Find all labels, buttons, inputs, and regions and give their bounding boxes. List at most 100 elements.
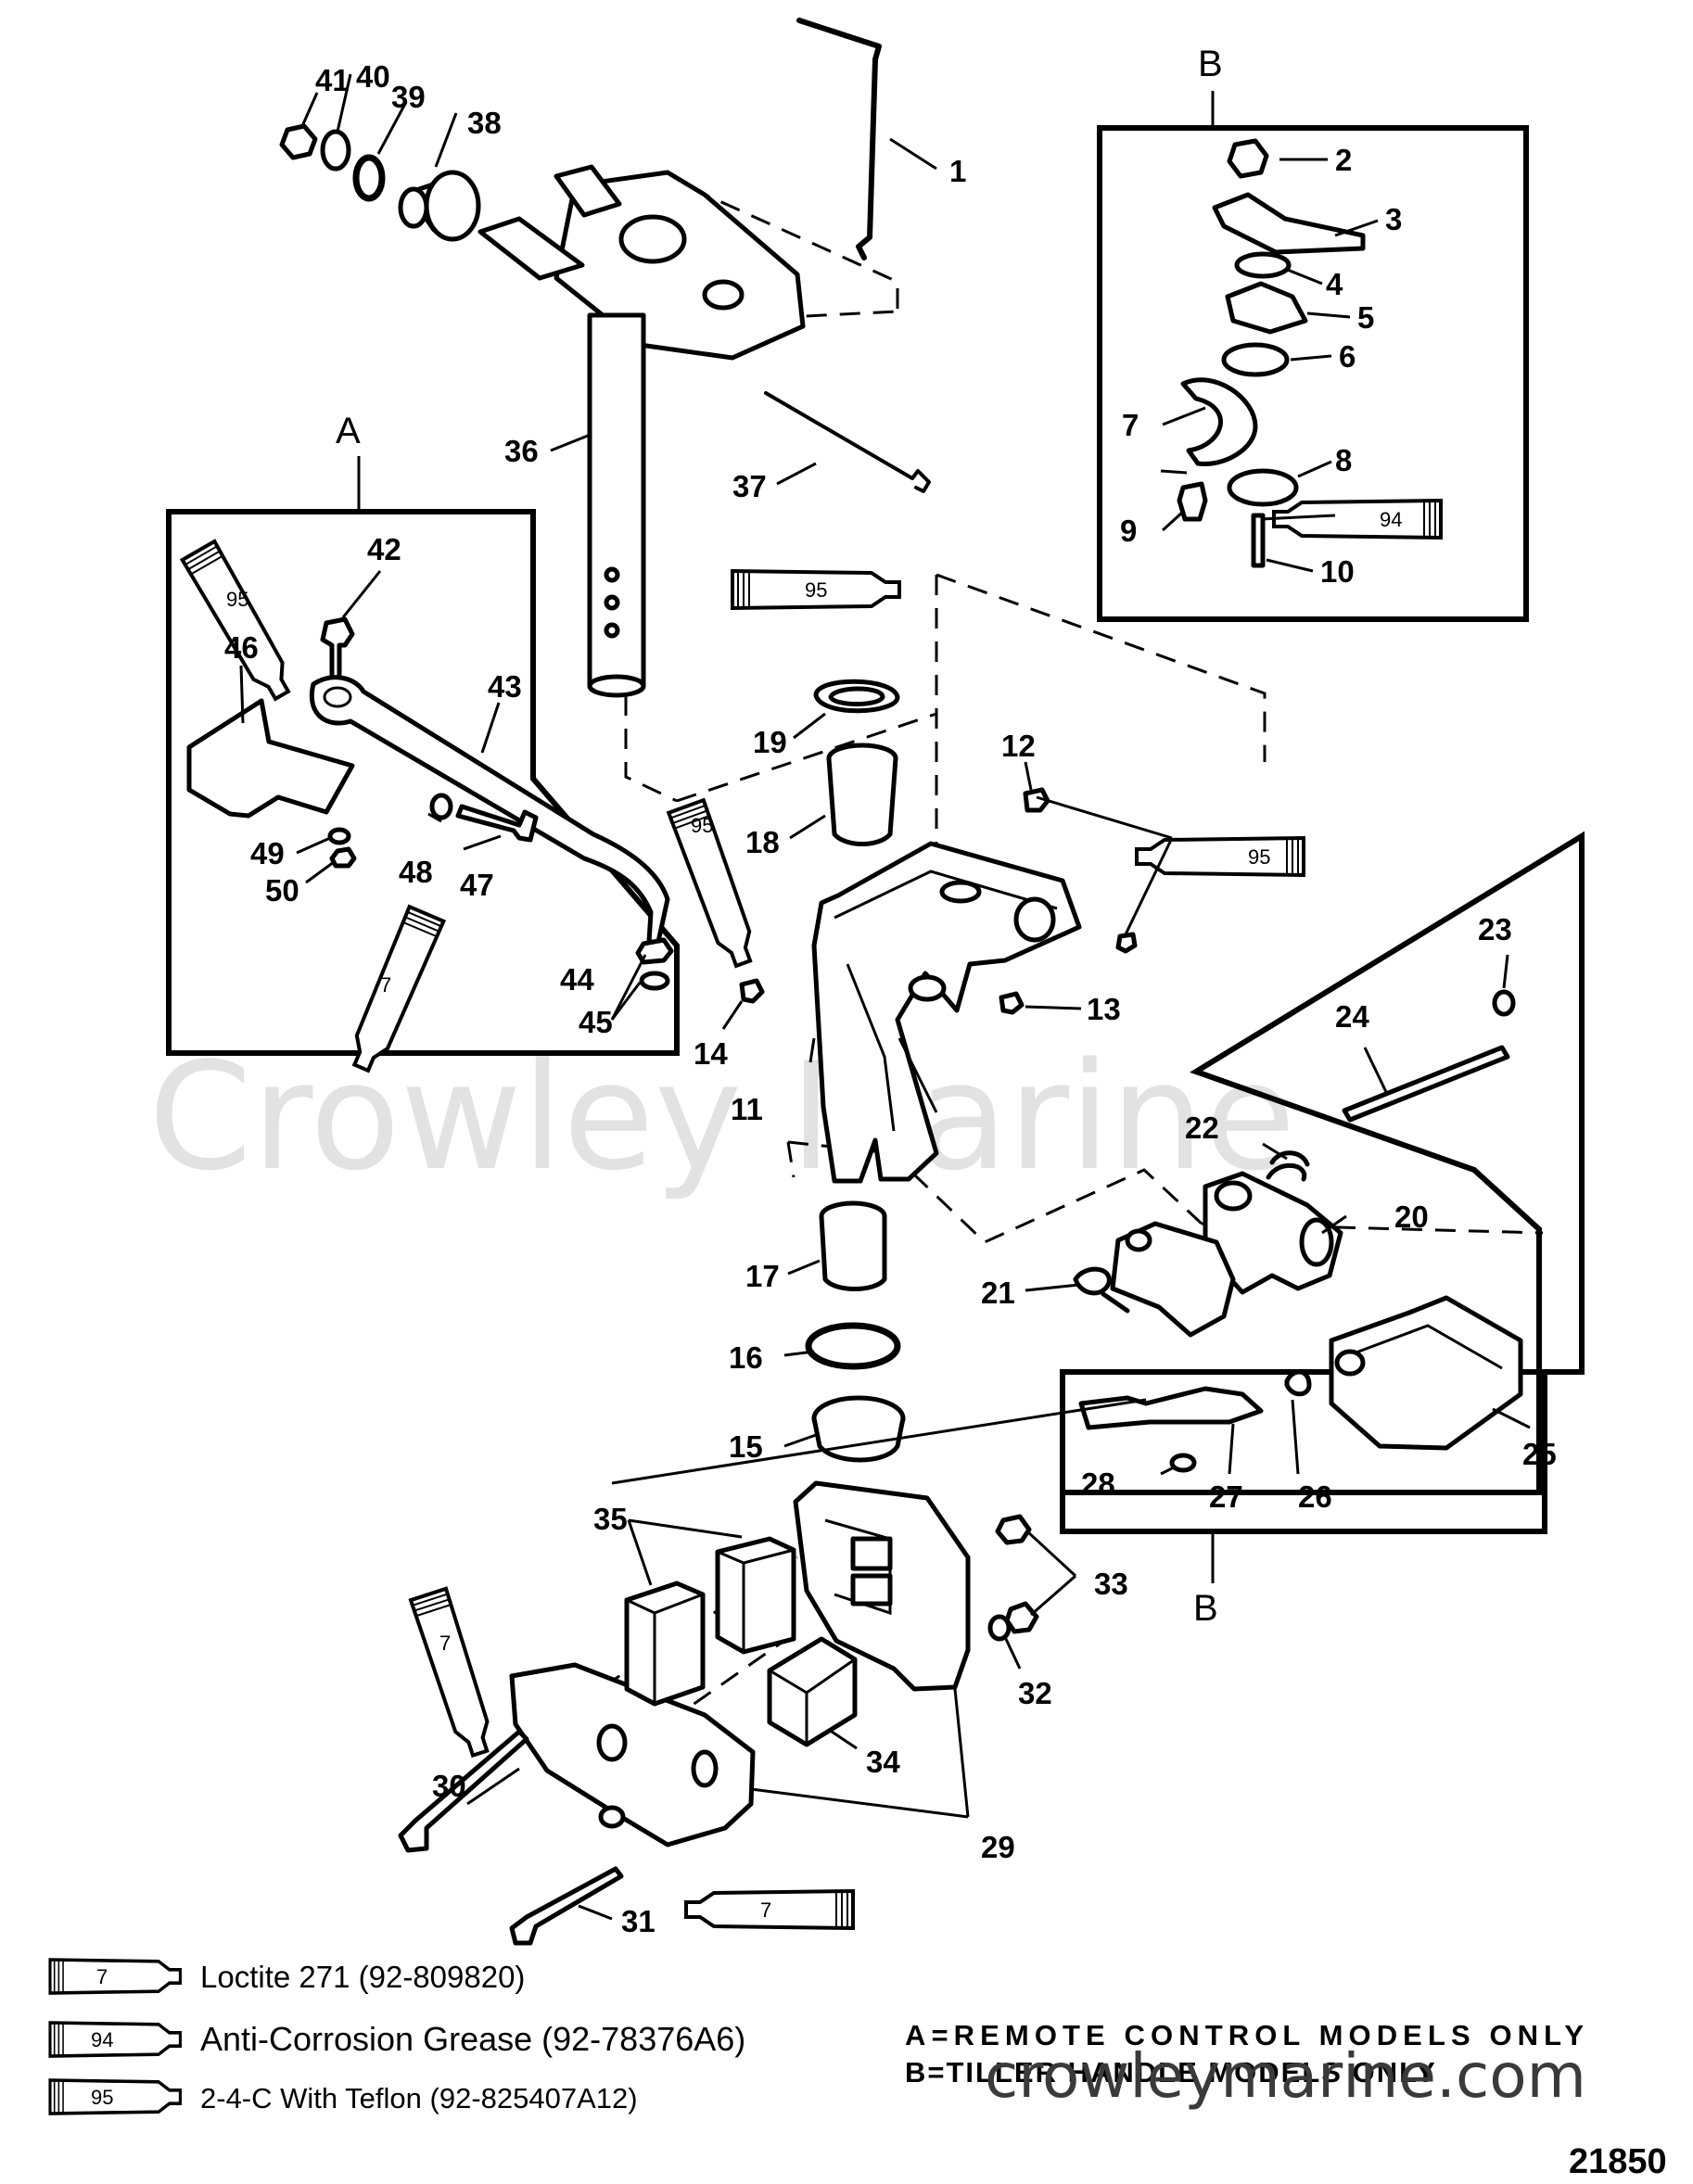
svg-text:23: 23 <box>1478 912 1512 946</box>
note-remote-control: A=REMOTE CONTROL MODELS ONLY <box>905 2019 1585 2051</box>
washer-48 <box>429 793 453 820</box>
bolt-42 <box>320 616 355 681</box>
svg-text:19: 19 <box>753 725 787 759</box>
svg-text:40: 40 <box>356 59 390 94</box>
svg-text:12: 12 <box>1001 729 1036 763</box>
bolt-47 <box>455 804 539 843</box>
svg-text:45: 45 <box>579 1005 613 1039</box>
svg-text:16: 16 <box>729 1340 763 1375</box>
tube-7-b-label: 7 <box>439 1632 451 1655</box>
svg-text:21: 21 <box>981 1276 1015 1310</box>
bushing-17 <box>819 1200 887 1291</box>
pad-35b <box>715 1536 796 1655</box>
bushing-15 <box>811 1395 906 1463</box>
spring-22 <box>1266 1150 1310 1182</box>
tube-7-c-label: 7 <box>760 1898 771 1922</box>
svg-text:95: 95 <box>226 588 248 611</box>
tube-94 <box>1272 499 1443 540</box>
pad-35a <box>624 1581 706 1707</box>
svg-text:28: 28 <box>1081 1467 1115 1501</box>
svg-text:13: 13 <box>1087 992 1121 1026</box>
plate-3 <box>1212 192 1366 255</box>
legend: 7 Loctite 271 (92-809820) 94 Anti-Corros… <box>48 1958 745 2115</box>
svg-text:42: 42 <box>367 532 401 566</box>
nut-50 <box>329 846 357 869</box>
bracket-46 <box>186 698 355 819</box>
svg-text:4: 4 <box>1326 267 1343 301</box>
stud-10 <box>1251 513 1266 568</box>
section-a-box <box>166 509 680 1056</box>
tube-94-label: 94 <box>1380 508 1402 531</box>
tube-95-center: 95 <box>731 569 901 610</box>
steering-arm-36 <box>477 164 806 698</box>
clip-28 <box>1169 1453 1197 1473</box>
svg-text:24: 24 <box>1335 999 1369 1034</box>
svg-text:48: 48 <box>399 855 433 889</box>
svg-text:10: 10 <box>1320 554 1355 589</box>
spring-26 <box>1284 1369 1312 1397</box>
svg-text:27: 27 <box>1209 1479 1243 1514</box>
svg-text:43: 43 <box>488 669 522 704</box>
clip-23 <box>1492 989 1516 1017</box>
svg-text:18: 18 <box>745 825 780 859</box>
screw-9 <box>1177 481 1208 522</box>
callout-leaders <box>239 73 1531 1921</box>
pad-34 <box>767 1636 858 1747</box>
locknut-44 <box>635 937 674 965</box>
bushing-18 <box>826 743 898 846</box>
svg-text:15: 15 <box>729 1429 763 1464</box>
legend-tube-7: 7 <box>48 1958 183 1995</box>
washer-6 <box>1221 342 1290 377</box>
plate-5 <box>1225 281 1308 335</box>
tube-95-right-label: 95 <box>1248 845 1270 869</box>
screw-12 <box>1023 787 1050 813</box>
svg-text:17: 17 <box>745 1259 780 1293</box>
spring-21 <box>1073 1266 1130 1314</box>
tilt-bracket-25 <box>1329 1295 1523 1451</box>
svg-text:26: 26 <box>1298 1479 1332 1514</box>
svg-text:41: 41 <box>315 63 350 97</box>
nut-2 <box>1227 138 1269 179</box>
washer-4 <box>1234 251 1292 279</box>
svg-text:31: 31 <box>621 1904 656 1938</box>
nut-33b <box>1004 1601 1039 1634</box>
svg-text:49: 49 <box>250 836 285 870</box>
washer-49 <box>327 827 351 845</box>
washer-19 <box>813 679 900 714</box>
nut-41 <box>279 123 318 160</box>
svg-text:33: 33 <box>1094 1567 1128 1601</box>
svg-text:29: 29 <box>981 1830 1015 1864</box>
legend-tube-95: 95 <box>48 2078 183 2115</box>
svg-text:46: 46 <box>224 630 259 665</box>
svg-text:44: 44 <box>560 962 594 997</box>
svg-text:1: 1 <box>949 154 966 188</box>
legend-code-95: 95 <box>91 2086 113 2109</box>
legend-tube-94: 94 <box>48 2021 183 2058</box>
svg-text:3: 3 <box>1385 202 1402 236</box>
section-a-label: A <box>336 411 361 451</box>
callout-numbers: 1 2 3 4 5 6 7 8 9 10 11 12 13 14 15 16 1… <box>224 59 1557 1938</box>
section-b-bottom-label: B <box>1193 1588 1218 1629</box>
tilt-lock-21 <box>1110 1221 1236 1338</box>
svg-text:47: 47 <box>460 868 494 902</box>
washer-45 <box>639 971 670 991</box>
svg-text:50: 50 <box>265 873 299 908</box>
bracket-7 <box>1180 377 1258 466</box>
svg-text:14: 14 <box>694 1036 728 1071</box>
svg-text:35: 35 <box>593 1502 628 1536</box>
svg-text:37: 37 <box>732 469 767 503</box>
bolt-31 <box>509 1866 624 1946</box>
lockwasher-39 <box>352 154 386 202</box>
screw-13 <box>999 991 1025 1015</box>
svg-text:2: 2 <box>1335 143 1352 177</box>
svg-text:5: 5 <box>1357 300 1374 335</box>
svg-text:20: 20 <box>1394 1200 1429 1234</box>
svg-text:32: 32 <box>1018 1676 1052 1710</box>
legend-text-95: 2-4-C With Teflon (92-825407A12) <box>200 2082 638 2114</box>
svg-text:34: 34 <box>866 1745 900 1779</box>
washer-40 <box>320 129 351 171</box>
legend-text-7: Loctite 271 (92-809820) <box>200 1960 525 1994</box>
nut-33a <box>995 1514 1032 1545</box>
legend-code-94: 94 <box>91 2028 113 2051</box>
